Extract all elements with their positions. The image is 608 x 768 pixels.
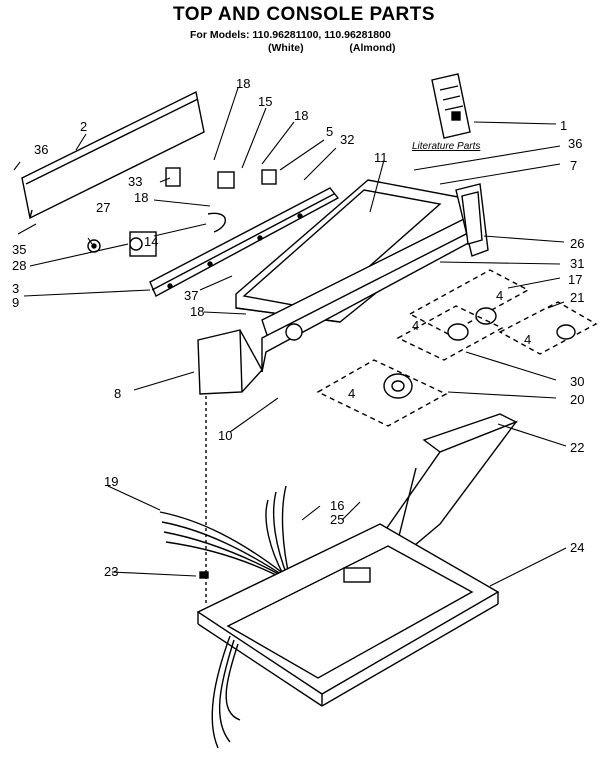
- callout-4c: 4: [524, 332, 531, 347]
- variant-white: (White): [268, 42, 304, 54]
- callout-5: 5: [326, 124, 333, 139]
- switch-5: [261, 169, 277, 185]
- variant-almond: (Almond): [349, 42, 396, 54]
- switch-33: [165, 167, 181, 187]
- callout-23: 23: [104, 564, 118, 579]
- callout-16: 16: [330, 498, 344, 513]
- callout-24: 24: [570, 540, 584, 555]
- wire-harness-19: [159, 485, 291, 581]
- clip-23: [199, 571, 209, 579]
- wire-14: [207, 212, 226, 233]
- callout-25: 25: [330, 512, 344, 527]
- page-title: TOP AND CONSOLE PARTS: [172, 4, 436, 25]
- callout-10: 10: [218, 428, 232, 443]
- callout-17: 17: [568, 272, 582, 287]
- callout-36b: 36: [568, 136, 582, 151]
- callout-15: 15: [258, 94, 272, 109]
- callout-labels: 1 2 3 4 4 4 4 5 7 8 9 10 11 14 15 16 17 …: [12, 76, 584, 579]
- callout-14: 14: [144, 234, 158, 249]
- callout-18b: 18: [294, 108, 308, 123]
- callout-26: 26: [570, 236, 584, 251]
- console-top: [235, 179, 475, 323]
- callout-2: 2: [80, 119, 87, 134]
- callout-18d: 18: [190, 304, 204, 319]
- callout-35: 35: [12, 242, 26, 257]
- switch-15: [217, 171, 235, 189]
- dryer-top-24: [196, 523, 500, 707]
- knob-group-21: [498, 301, 598, 355]
- literature-parts-label: Literature Parts: [412, 141, 481, 152]
- callout-30: 30: [570, 374, 584, 389]
- knob-group-17: [408, 269, 530, 335]
- callout-3: 3: [12, 281, 19, 296]
- callout-21: 21: [570, 290, 584, 305]
- callout-19: 19: [104, 474, 118, 489]
- callout-11: 11: [374, 150, 388, 165]
- end-cap-left: [197, 329, 263, 395]
- callout-4d: 4: [348, 386, 355, 401]
- literature-booklet: [431, 73, 471, 139]
- callout-33: 33: [128, 174, 142, 189]
- models-line: For Models: 110.96281100, 110.96281800: [190, 29, 391, 41]
- callout-31: 31: [570, 256, 584, 271]
- leader-lines: [13, 87, 567, 587]
- callout-36a: 36: [34, 142, 48, 157]
- callout-28: 28: [12, 258, 26, 273]
- callout-37: 37: [184, 288, 198, 303]
- callout-32: 32: [340, 132, 354, 147]
- callout-27: 27: [96, 200, 110, 215]
- callout-18c: 18: [134, 190, 148, 205]
- timer: [129, 231, 157, 257]
- console-rail: [149, 187, 340, 297]
- variants-line: (White) (Almond): [268, 42, 396, 54]
- back-panel: [21, 90, 205, 220]
- callout-1: 1: [560, 118, 567, 133]
- callout-7: 7: [570, 158, 577, 173]
- callout-8: 8: [114, 386, 121, 401]
- callout-18a: 18: [236, 76, 250, 91]
- callout-4b: 4: [412, 318, 419, 333]
- callout-22: 22: [570, 440, 584, 455]
- knob-group-30: [396, 305, 504, 361]
- lower-harness: [211, 635, 241, 749]
- callout-20: 20: [570, 392, 584, 407]
- callout-4a: 4: [496, 288, 503, 303]
- callout-9: 9: [12, 295, 19, 310]
- knob-group-20: [316, 359, 448, 427]
- end-cap-right: [455, 183, 489, 257]
